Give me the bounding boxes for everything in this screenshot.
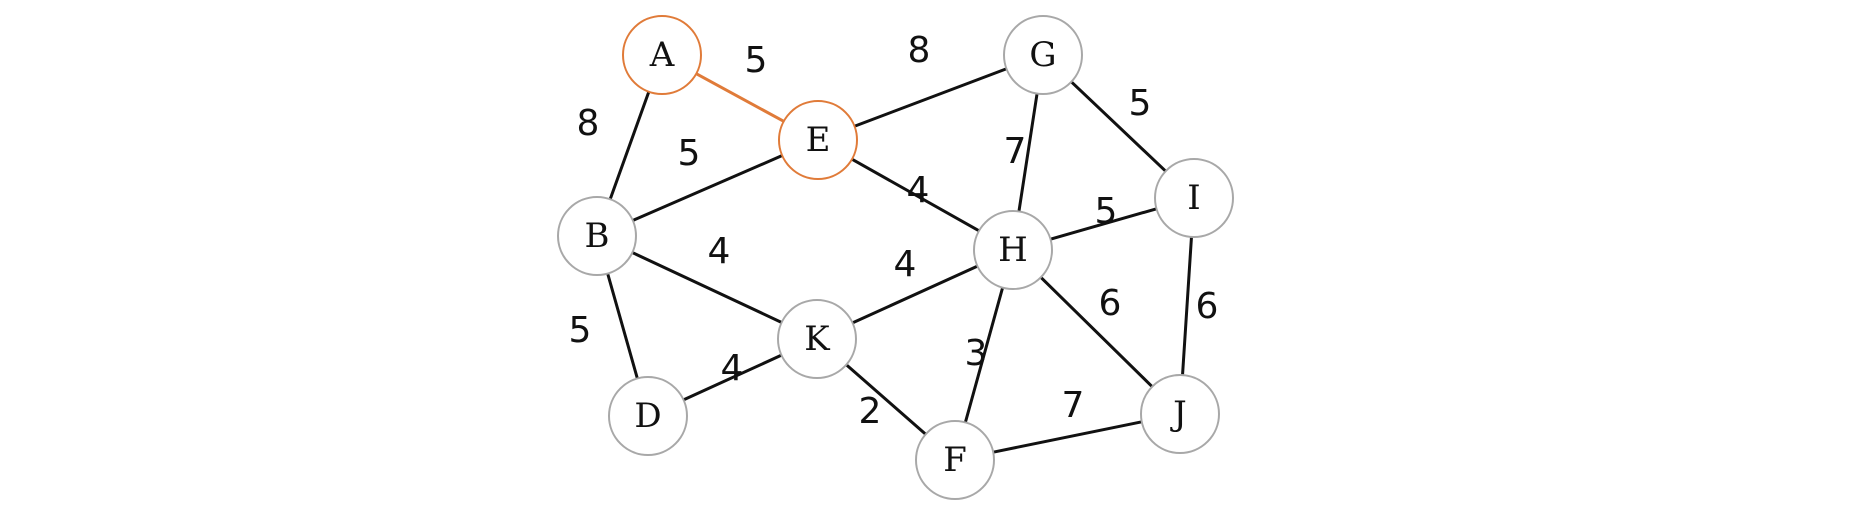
edges-layer: [606, 67, 1193, 454]
edge-e-h: [850, 157, 981, 233]
node-label-f: F: [943, 440, 967, 480]
edge-b-k: [630, 251, 784, 324]
node-label-k: K: [804, 319, 830, 359]
node-label-e: E: [806, 120, 831, 160]
edge-weight-e-g: 8: [908, 30, 931, 71]
edge-g-i: [1069, 80, 1168, 173]
node-circle-a: [622, 15, 702, 95]
edge-weight-e-h: 4: [907, 170, 930, 211]
edge-weight-i-j: 6: [1196, 286, 1219, 327]
edge-b-e: [631, 154, 784, 222]
node-b: B: [557, 196, 637, 276]
edge-weight-h-i: 5: [1095, 191, 1118, 232]
node-f: F: [915, 420, 995, 500]
node-label-h: H: [998, 230, 1028, 270]
edge-h-j: [1039, 275, 1154, 389]
edge-g-h: [1017, 92, 1039, 213]
node-d: D: [608, 376, 688, 456]
node-circle-j: [1140, 374, 1220, 454]
edge-weight-a-e: 5: [745, 40, 768, 81]
edge-i-j: [1181, 235, 1193, 377]
node-circle-h: [973, 210, 1053, 290]
node-circle-b: [557, 196, 637, 276]
edge-weights-layer: 5 8 8 5 4 7 5 5 4 4 5 4 2 3 6 6 7: [569, 30, 1219, 432]
edge-weight-b-k: 4: [708, 231, 731, 272]
node-a: A: [622, 15, 702, 95]
node-circle-d: [608, 376, 688, 456]
edge-f-j: [991, 420, 1144, 454]
edge-weight-b-e: 5: [678, 133, 701, 174]
node-h: H: [973, 210, 1053, 290]
node-circle-k: [777, 299, 857, 379]
node-circle-e: [778, 100, 858, 180]
node-i: I: [1154, 158, 1234, 238]
edge-weight-g-h: 7: [1004, 131, 1027, 172]
node-k: K: [777, 299, 857, 379]
node-circle-f: [915, 420, 995, 500]
node-label-a: A: [649, 35, 675, 75]
node-label-j: J: [1170, 394, 1187, 434]
edge-weight-f-j: 7: [1062, 385, 1085, 426]
edge-k-h: [851, 264, 979, 325]
edge-e-g: [852, 67, 1009, 128]
edge-h-i: [1048, 207, 1159, 241]
edge-h-f: [963, 286, 1005, 424]
edge-a-b: [608, 90, 651, 201]
node-g: G: [1003, 15, 1083, 95]
edge-weight-g-i: 5: [1129, 83, 1152, 124]
node-circle-g: [1003, 15, 1083, 95]
edge-weight-d-k: 4: [721, 348, 744, 389]
node-j: J: [1140, 374, 1220, 454]
edge-b-d: [606, 272, 639, 380]
edge-weight-h-f: 3: [965, 333, 988, 374]
node-label-g: G: [1029, 35, 1056, 75]
edge-weight-h-j: 6: [1099, 283, 1122, 324]
edge-d-k: [681, 353, 784, 402]
edge-a-e: [694, 72, 786, 123]
edge-weight-b-d: 5: [569, 310, 592, 351]
edge-weight-k-h: 4: [894, 244, 917, 285]
nodes-layer: A B D E F G H I J K: [557, 15, 1234, 500]
node-circle-i: [1154, 158, 1234, 238]
node-label-d: D: [634, 396, 661, 436]
edge-weight-k-f: 2: [859, 391, 882, 432]
node-e: E: [778, 100, 858, 180]
node-label-b: B: [585, 216, 610, 256]
edge-weight-a-b: 8: [577, 103, 600, 144]
node-label-i: I: [1187, 178, 1200, 218]
edge-k-f: [844, 363, 928, 436]
